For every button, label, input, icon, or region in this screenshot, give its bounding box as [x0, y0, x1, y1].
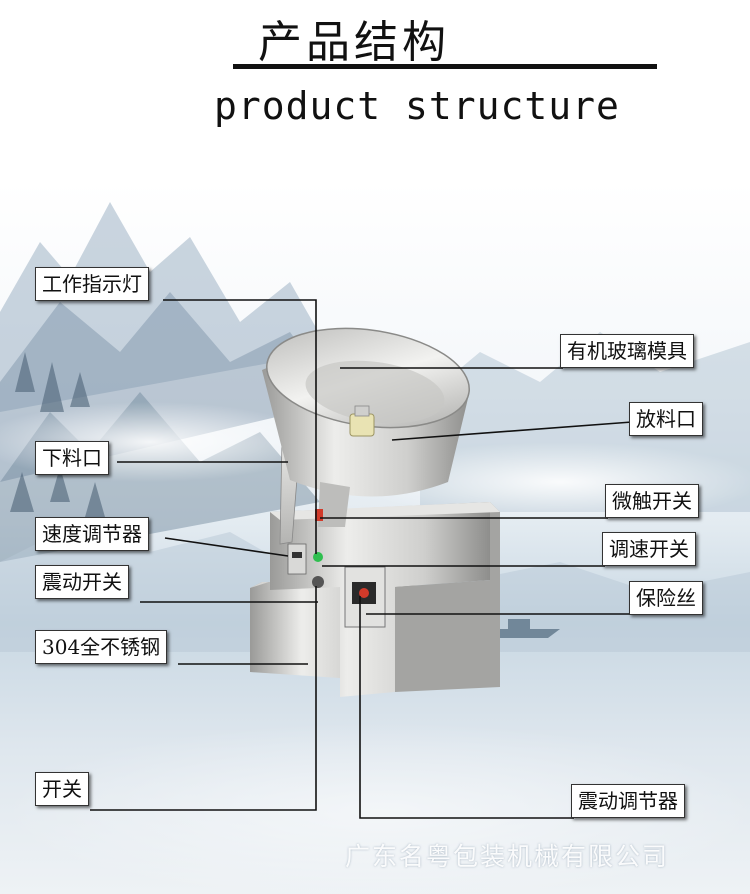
label-micro-switch: 微触开关 [605, 484, 699, 518]
label-feed-port: 下料口 [35, 441, 109, 475]
label-fuse: 保险丝 [629, 581, 703, 615]
product-illustration [0, 182, 750, 894]
label-speed-switch: 调速开关 [602, 532, 696, 566]
company-watermark: 广东名粤包装机械有限公司 [345, 842, 670, 871]
label-vibration-switch: 震动开关 [35, 565, 129, 599]
page-title-en: product structure [214, 84, 620, 128]
title-underline [233, 64, 657, 69]
label-discharge-port: 放料口 [629, 402, 703, 436]
label-stainless-steel: 304全不锈钢 [35, 630, 168, 664]
label-indicator-light: 工作指示灯 [35, 267, 149, 301]
leader-lines [90, 299, 633, 819]
machine-diagram [0, 202, 750, 894]
page-title-zh: 产品结构 [258, 17, 450, 68]
tree-background [10, 352, 105, 517]
label-speed-regulator: 速度调节器 [35, 517, 149, 551]
label-power-switch: 开关 [35, 772, 89, 806]
label-glass-mold: 有机玻璃模具 [560, 334, 694, 368]
machine [250, 327, 500, 697]
label-vibration-regulator: 震动调节器 [571, 784, 685, 818]
mountain-background [0, 202, 750, 894]
